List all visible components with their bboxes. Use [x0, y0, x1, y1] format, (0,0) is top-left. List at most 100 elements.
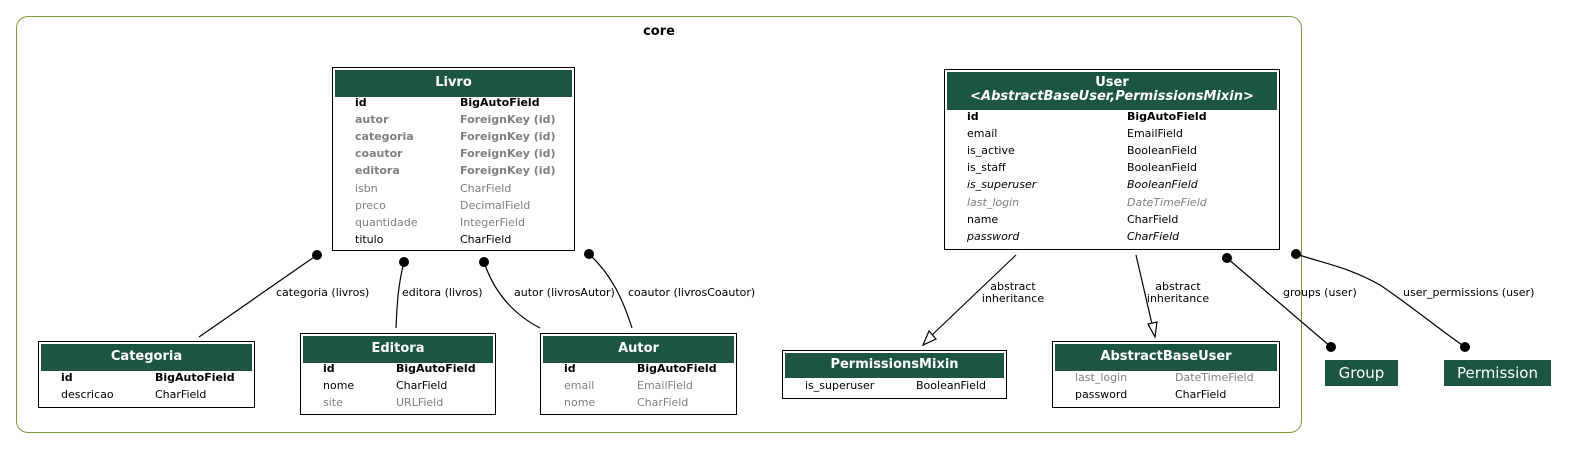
field-type: CharField — [1127, 212, 1179, 226]
field-name: email — [967, 127, 998, 141]
model-user-title: User — [1095, 75, 1129, 90]
model-permissionsmixin-title: PermissionsMixin — [785, 353, 1004, 378]
field-type: CharField — [396, 379, 448, 392]
edge-user-permissions-dot-b — [1460, 342, 1470, 352]
field-type: CharField — [637, 396, 689, 409]
field-name: nome — [564, 396, 596, 409]
field-name: site — [323, 396, 343, 409]
field-row-user-6: name CharField — [945, 213, 1279, 227]
field-type: DateTimeField — [1127, 195, 1207, 209]
field-type: CharField — [460, 232, 512, 246]
model-user-subtitle: <AbstractBaseUser,PermissionsMixin> — [970, 89, 1254, 104]
field-type: BigAutoField — [1127, 110, 1207, 123]
field-type: EmailField — [1127, 127, 1183, 141]
field-name: is_superuser — [967, 178, 1037, 192]
field-name: quantidade — [355, 215, 418, 229]
field-row-user-2: is_active BooleanField — [945, 144, 1279, 158]
field-row-livro-0: id BigAutoField — [333, 96, 574, 110]
field-row-autor-2: nome CharField — [541, 396, 736, 410]
field-name: password — [1075, 388, 1128, 401]
field-row-editora-2: site URLField — [301, 396, 495, 410]
edge-inherit-permissionsmixin-arrow — [921, 329, 937, 347]
field-name: preco — [355, 198, 386, 212]
field-type: BooleanField — [1127, 144, 1197, 158]
field-type: BooleanField — [1127, 178, 1198, 192]
edge-inherit-abstractbaseuser-arrow — [1147, 321, 1158, 339]
field-row-abstractbaseuser-1: password CharField — [1053, 388, 1279, 402]
field-type: ForeignKey (id) — [460, 164, 556, 178]
edge-label-editora: editora (livros) — [402, 286, 483, 299]
field-name: email — [564, 379, 595, 392]
core-cluster — [16, 16, 1302, 433]
field-row-livro-5: isbn CharField — [333, 182, 574, 196]
edge-groups — [1226, 257, 1332, 348]
model-user[interactable]: User <AbstractBaseUser,PermissionsMixin>… — [944, 69, 1280, 250]
model-user-header: User <AbstractBaseUser,PermissionsMixin> — [947, 72, 1277, 110]
field-row-categoria-1: descricao CharField — [39, 388, 254, 402]
edge-label-abstract-1: abstract inheritance — [981, 280, 1045, 305]
field-row-autor-1: email EmailField — [541, 379, 736, 393]
model-editora-title: Editora — [303, 336, 493, 363]
edge-inherit-abstractbaseuser — [1135, 254, 1153, 325]
field-type: EmailField — [637, 379, 693, 392]
field-row-user-1: email EmailField — [945, 127, 1279, 141]
edge-autor — [483, 261, 541, 329]
field-name: is_active — [967, 144, 1015, 158]
field-name: coautor — [355, 147, 403, 161]
edge-autor-dot — [479, 257, 489, 267]
field-row-user-4: is_superuser BooleanField — [945, 178, 1279, 192]
field-name: id — [61, 371, 73, 384]
edge-groups-dot-a — [1222, 253, 1232, 263]
field-row-livro-8: titulo CharField — [333, 233, 574, 247]
edge-label-abstract-2: abstract inheritance — [1146, 280, 1210, 305]
model-abstractbaseuser-title: AbstractBaseUser — [1055, 344, 1277, 371]
field-row-user-5: last_login DateTimeField — [945, 196, 1279, 210]
field-name: last_login — [967, 195, 1020, 209]
edge-categoria — [198, 254, 318, 338]
field-name: id — [355, 96, 367, 109]
model-permission[interactable]: Permission — [1444, 360, 1551, 386]
field-name: titulo — [355, 232, 384, 246]
edge-label-categoria: categoria (livros) — [276, 286, 370, 299]
field-name: isbn — [355, 181, 378, 195]
field-name: descricao — [61, 388, 114, 401]
field-name: editora — [355, 164, 400, 178]
field-type: BooleanField — [1127, 161, 1197, 175]
field-type: BigAutoField — [460, 96, 540, 109]
field-name: is_superuser — [805, 379, 875, 392]
field-row-livro-4: editora ForeignKey (id) — [333, 164, 574, 178]
field-type: URLField — [396, 396, 444, 409]
model-categoria-title: Categoria — [41, 344, 252, 371]
field-type: CharField — [1175, 388, 1227, 401]
edge-coautor-dot — [584, 249, 594, 259]
edge-coautor — [588, 253, 633, 329]
field-type: CharField — [460, 181, 512, 195]
field-name: name — [967, 212, 999, 226]
model-livro-title: Livro — [335, 70, 572, 97]
field-type: DateTimeField — [1175, 371, 1254, 384]
field-type: BigAutoField — [396, 362, 476, 375]
field-type: CharField — [155, 388, 207, 401]
edge-inherit-permissionsmixin — [931, 254, 1017, 336]
edge-groups-dot-b — [1326, 342, 1336, 352]
edge-user-permissions-dot-a — [1291, 249, 1301, 259]
model-group[interactable]: Group — [1325, 360, 1398, 386]
edge-label-groups: groups (user) — [1283, 286, 1357, 299]
edge-label-user-permissions: user_permissions (user) — [1403, 286, 1535, 299]
